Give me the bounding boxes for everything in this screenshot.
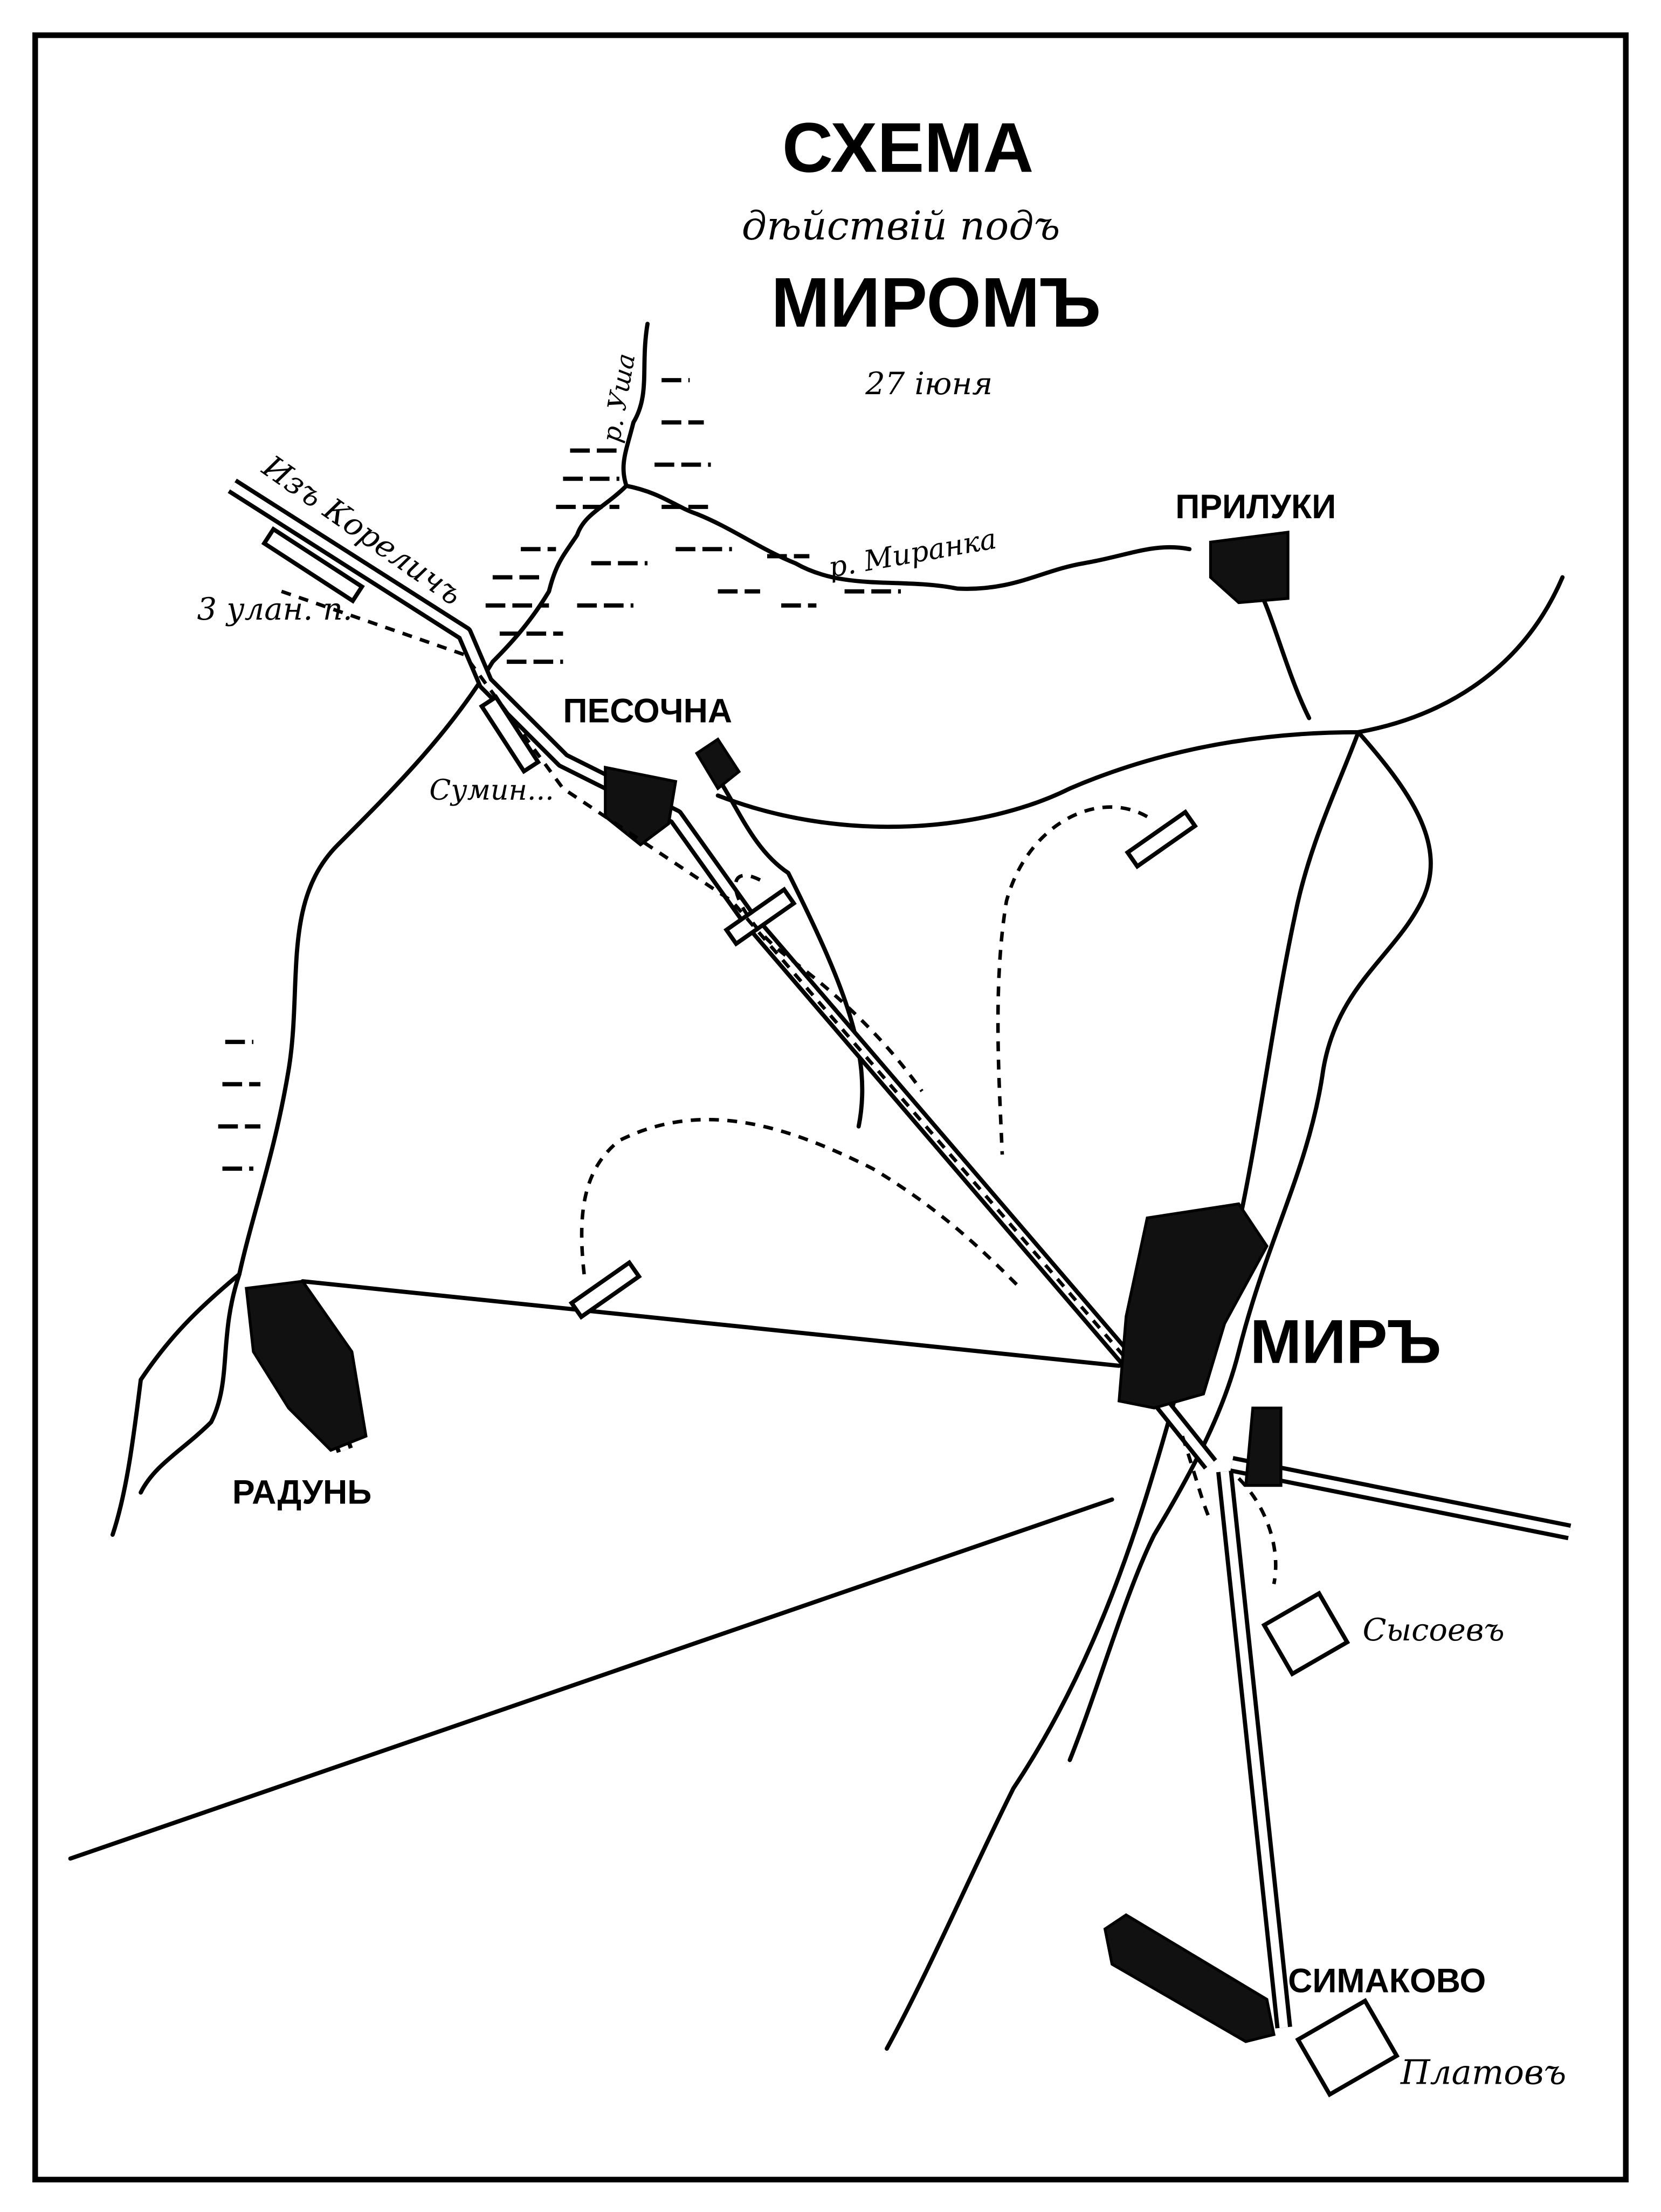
river-west xyxy=(110,660,495,1537)
title-mir: МИРОМЪ xyxy=(771,263,1101,342)
roads xyxy=(68,478,1572,2029)
villages xyxy=(245,531,1290,2043)
label-prilouki: ПРИЛУКИ xyxy=(1175,488,1336,526)
village-pesochna xyxy=(604,765,678,847)
label-mir: МИРЪ xyxy=(1250,1308,1442,1377)
village-radun xyxy=(245,1280,368,1452)
label-platov: Платовъ xyxy=(1400,2052,1566,2092)
road-southwest xyxy=(68,1497,1114,1861)
river-usha xyxy=(490,321,650,664)
river-east xyxy=(715,575,1565,829)
rivers xyxy=(110,321,1565,2051)
movement-arrows xyxy=(281,589,1278,1585)
village-mir xyxy=(1117,1202,1269,1410)
label-river-miranka: р. Миранка xyxy=(826,523,999,585)
marsh-hatching xyxy=(218,378,901,1171)
label-simakovo: СИМАКОВО xyxy=(1288,1962,1486,2000)
label-radun: РАДУНЬ xyxy=(232,1474,372,1512)
title-schema: СХЕМА xyxy=(782,108,1033,187)
road-main xyxy=(228,478,1217,1470)
label-sumin: Сумин... xyxy=(429,774,554,807)
unit-sysoev xyxy=(1261,1590,1350,1677)
title-actions: дѣйствій подъ xyxy=(742,203,1060,249)
label-sysoev: Сысоевъ xyxy=(1362,1612,1504,1648)
label-3-ulan: 3 улан. п. xyxy=(197,591,353,627)
river-miranka xyxy=(624,483,1192,591)
label-river-usha: р. Уша xyxy=(597,351,642,444)
unit-3-ulan xyxy=(261,526,365,604)
unit-sumin xyxy=(479,694,541,774)
units xyxy=(261,526,1400,2098)
unit-platov xyxy=(1295,1998,1400,2098)
label-pesochna: ПЕСОЧНА xyxy=(563,692,732,730)
title-date: 27 іюня xyxy=(865,366,993,402)
village-simakovo xyxy=(1103,1913,1276,2043)
map-border xyxy=(32,32,1629,2183)
village-prilouki xyxy=(1209,531,1290,604)
road-radun-mir xyxy=(300,1279,1121,1368)
